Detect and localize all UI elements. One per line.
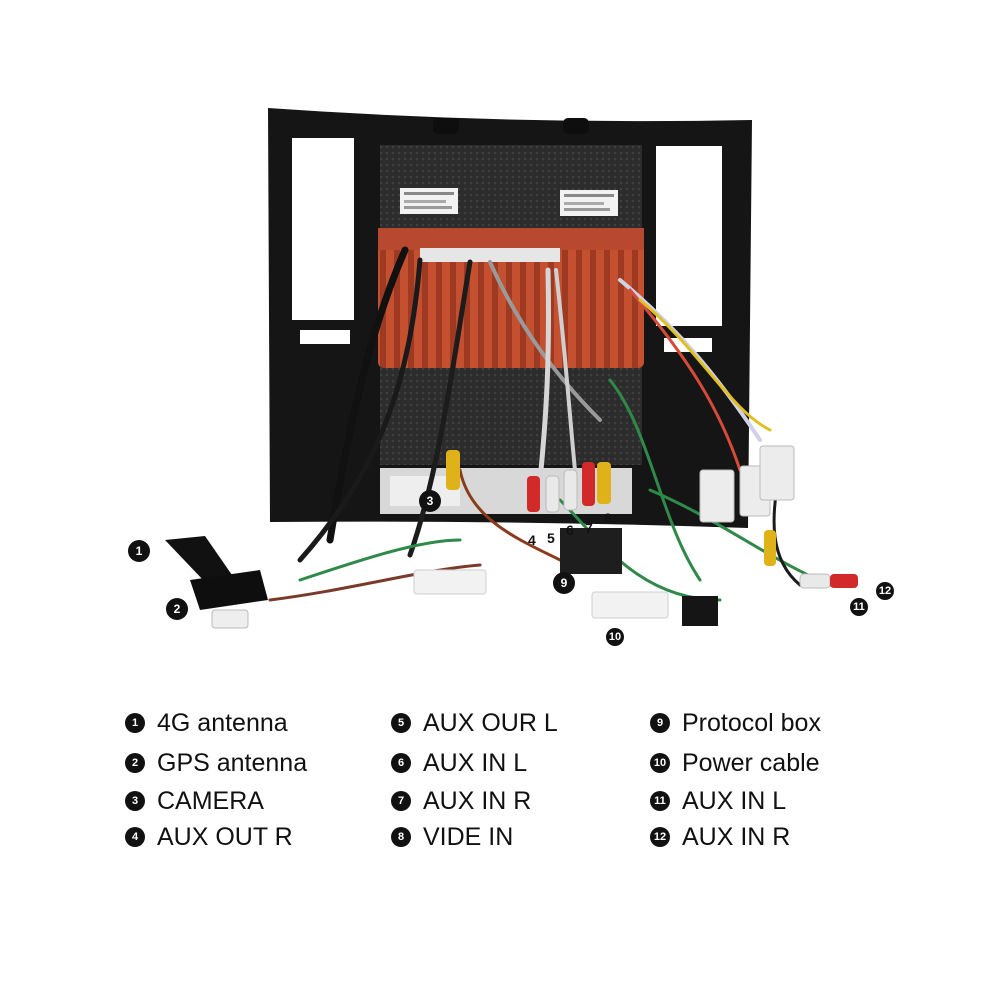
legend-number: 10	[650, 753, 670, 773]
frame-window-right	[656, 146, 722, 326]
legend-label: AUX OUT R	[157, 822, 293, 851]
legend-item: 1 4G antenna	[125, 706, 288, 740]
legend-label: AUX OUR L	[423, 708, 558, 737]
legend-number: 9	[650, 713, 670, 733]
white-connector-1	[413, 569, 487, 595]
legend-number: 5	[391, 713, 411, 733]
callout-12: 12	[876, 582, 894, 600]
callout-10: 10	[606, 628, 624, 646]
legend-label: AUX IN R	[682, 822, 791, 851]
legend-label: AUX IN L	[423, 748, 528, 777]
callout-6: 6	[566, 522, 574, 538]
legend-item: 3 CAMERA	[125, 784, 264, 818]
legend-label: Power cable	[682, 748, 820, 777]
legend-label: GPS antenna	[157, 748, 308, 777]
harness-plug-1	[699, 469, 735, 523]
legend-item: 4 AUX OUT R	[125, 820, 293, 854]
harness-plug-3	[759, 445, 795, 501]
cable-bundle	[268, 246, 832, 602]
callout-7: 7	[585, 520, 593, 536]
legend-item: 12 AUX IN R	[650, 820, 790, 854]
legend-number: 7	[391, 791, 411, 811]
callout-5: 5	[547, 530, 555, 546]
legend-item: 9 Protocol box	[650, 706, 821, 740]
callout-3: 3	[419, 490, 441, 512]
legend-label: VIDE IN	[423, 822, 514, 851]
legend: 1 4G antenna 2 GPS antenna 3 CAMERA 4 AU…	[0, 700, 1000, 860]
small-connector	[211, 609, 249, 629]
legend-label: 4G antenna	[157, 708, 288, 737]
protocol-box	[560, 528, 622, 574]
callout-1: 1	[128, 540, 150, 562]
legend-number: 11	[650, 791, 670, 811]
legend-number: 12	[650, 827, 670, 847]
power-connector	[591, 591, 669, 619]
frame-window-left	[292, 138, 354, 320]
legend-label: AUX IN L	[682, 786, 787, 815]
connector-strip	[420, 248, 560, 262]
callout-2: 2	[166, 598, 188, 620]
legend-number: 1	[125, 713, 145, 733]
product-photo	[165, 108, 858, 629]
legend-item: 8 VIDE IN	[391, 820, 513, 854]
clip-left	[433, 118, 459, 134]
legend-number: 4	[125, 827, 145, 847]
heatsink	[378, 228, 644, 368]
legend-number: 8	[391, 827, 411, 847]
legend-number: 6	[391, 753, 411, 773]
legend-number: 2	[125, 753, 145, 773]
clip-right	[563, 118, 589, 134]
callout-4: 4	[528, 532, 536, 548]
legend-item: 10 Power cable	[650, 746, 820, 780]
callout-11: 11	[850, 598, 868, 616]
callout-9: 9	[553, 572, 575, 594]
legend-item: 5 AUX OUR L	[391, 706, 558, 740]
legend-item: 7 AUX IN R	[391, 784, 531, 818]
legend-item: 2 GPS antenna	[125, 746, 307, 780]
legend-item: 6 AUX IN L	[391, 746, 527, 780]
black-connector	[682, 596, 718, 626]
legend-label: CAMERA	[157, 786, 264, 815]
frame-slot-left	[300, 330, 350, 344]
legend-number: 3	[125, 791, 145, 811]
callout-8: 8	[604, 510, 612, 526]
4g-antenna	[165, 536, 232, 582]
legend-label: Protocol box	[682, 708, 821, 737]
legend-item: 11 AUX IN L	[650, 784, 786, 818]
gps-antenna	[190, 570, 268, 610]
rca-plugs	[446, 450, 858, 589]
legend-label: AUX IN R	[423, 786, 532, 815]
